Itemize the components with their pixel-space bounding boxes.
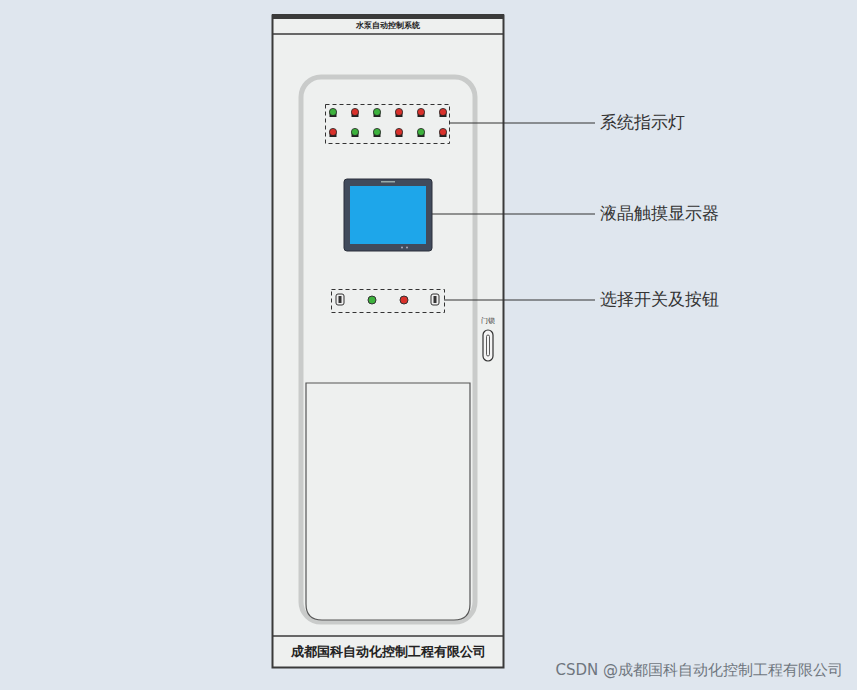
indicator-light bbox=[417, 128, 424, 135]
door-frame bbox=[301, 77, 475, 622]
screen-frame bbox=[344, 179, 432, 251]
leader-line bbox=[449, 123, 595, 124]
company-name: 成都国科自动化控制工程有限公司 bbox=[291, 645, 486, 660]
cabinet-title: 水泵自动控制系统 bbox=[356, 21, 420, 30]
indicator-light bbox=[329, 108, 336, 115]
door-lock-label: 门锁 bbox=[481, 317, 495, 325]
screen-sensor bbox=[381, 181, 395, 183]
switches bbox=[336, 294, 439, 305]
callout-label: 系统指示灯 bbox=[600, 113, 685, 133]
watermark: CSDN @成都国科自动化控制工程有限公司 bbox=[555, 662, 843, 679]
indicator-light bbox=[417, 108, 424, 115]
footer-line bbox=[272, 635, 504, 637]
door-handle-slot bbox=[487, 335, 490, 356]
indicator-light bbox=[351, 108, 358, 115]
indicator-light bbox=[351, 128, 358, 135]
screen-display bbox=[350, 186, 426, 244]
screen-button bbox=[406, 247, 408, 249]
leader-line bbox=[432, 214, 595, 215]
indicator-light bbox=[395, 128, 402, 135]
cabinet-body bbox=[273, 16, 504, 668]
indicator-light bbox=[439, 128, 446, 135]
screen-button bbox=[401, 247, 403, 249]
callout-label: 选择开关及按钮 bbox=[600, 290, 719, 310]
indicator-light bbox=[439, 108, 446, 115]
door-handle bbox=[483, 330, 493, 361]
indicator-light bbox=[373, 128, 380, 135]
indicator-group-box bbox=[326, 105, 450, 144]
lower-panel bbox=[306, 383, 470, 620]
header-line bbox=[272, 33, 504, 35]
indicator-lights bbox=[329, 108, 446, 137]
switch-group-box bbox=[332, 290, 445, 313]
cabinet-top-bar bbox=[272, 14, 504, 19]
indicator-light bbox=[373, 108, 380, 115]
indicator-light bbox=[395, 108, 402, 115]
callout-label: 液晶触摸显示器 bbox=[600, 204, 719, 224]
leader-line bbox=[444, 300, 595, 301]
indicator-light bbox=[329, 128, 336, 135]
